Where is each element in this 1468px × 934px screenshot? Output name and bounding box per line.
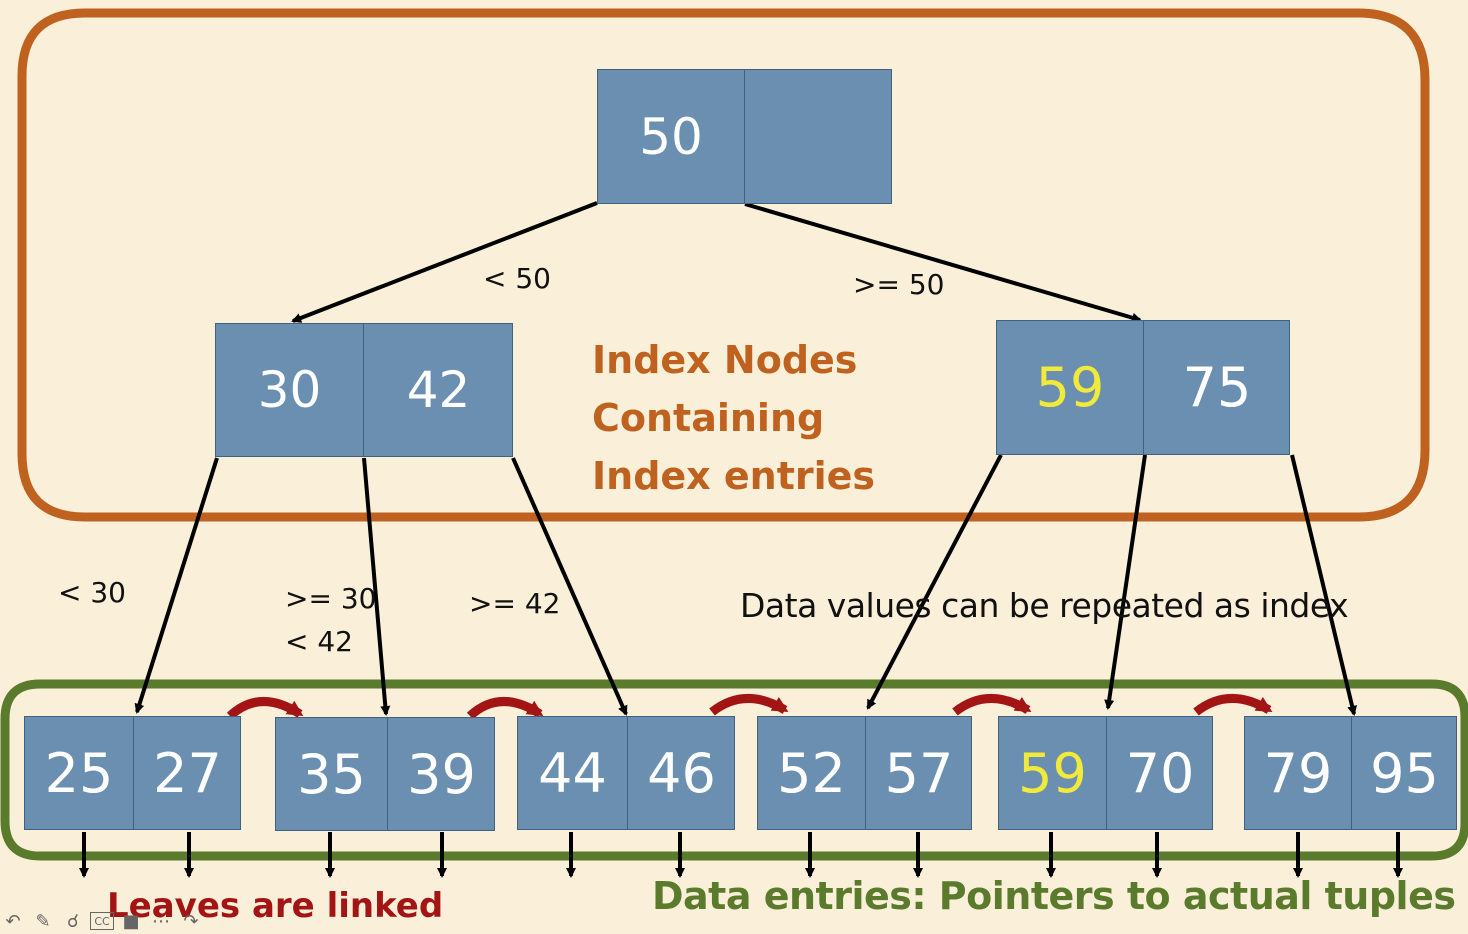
index-key-30: 30 [257,361,322,419]
pen-icon[interactable]: ✎ [35,910,51,932]
index-key-75: 75 [1143,321,1290,454]
leaf-key: 52 [777,741,846,805]
leaf-link-arrow [952,694,1032,716]
index-node-right: 59 75 [996,320,1290,455]
edge-root-left [291,201,598,323]
leaf-nodes-frame [0,679,1468,861]
edge-75-right [1290,454,1358,716]
leaf-key: 95 [1351,717,1457,829]
edge-root-right [744,202,1142,323]
leaf-node-5: 59 70 [998,716,1213,830]
root-key-2-empty [744,70,892,203]
leaf-key: 79 [1263,741,1333,805]
edge-30-left [134,457,219,714]
edge-59-75 [1104,454,1147,710]
index-nodes-line-1: Index Nodes [592,338,858,382]
leaf-key: 57 [865,717,972,829]
data-entry-pointers [79,832,1403,878]
leaf-link-arrow [709,694,789,716]
player-toolbar: ↶ ✎ ☌ CC ■ ⋯ ↷ [0,908,204,934]
leaf-link-arrow [226,697,304,720]
edge-label-ge30: >= 30 [285,582,377,615]
edge-label-ge42: >= 42 [469,587,561,620]
leaf-link-arrow [1193,694,1273,716]
cc-button[interactable]: CC [90,912,114,930]
video-icon[interactable]: ■ [122,910,140,932]
forward-icon[interactable]: ↷ [183,910,199,932]
leaf-link-arrow [466,697,544,720]
index-nodes-line-3: Index entries [592,454,876,498]
root-key-1: 50 [639,107,703,166]
leaf-key: 39 [387,718,495,830]
back-icon[interactable]: ↶ [5,910,21,932]
more-icon[interactable]: ⋯ [152,910,170,932]
leaf-node-1: 25 27 [24,716,241,830]
leaf-key: 70 [1106,717,1213,829]
edge-label-lt42: < 42 [285,625,353,658]
leaf-key: 44 [538,741,607,805]
leaf-key: 35 [297,742,366,806]
leaves-linked-label: Leaves are linked [107,886,444,926]
leaf-key-59: 59 [1018,741,1087,805]
leaf-node-6: 79 95 [1244,716,1457,830]
data-entries-label: Data entries: Pointers to actual tuples [652,874,1456,918]
edge-42-right [511,457,628,716]
leaf-key: 27 [133,717,241,829]
index-nodes-frame [17,8,1430,522]
leaf-key: 46 [627,717,735,829]
edge-label-ge50: >= 50 [853,268,945,301]
edge-59-left [866,454,1003,710]
leaf-node-3: 44 46 [517,716,735,830]
root-node: 50 [597,69,892,204]
repeated-note: Data values can be repeated as index [740,586,1349,625]
edge-label-lt30: < 30 [58,576,126,609]
leaf-key: 25 [44,741,114,805]
index-node-left: 30 42 [215,323,513,457]
leaf-node-2: 35 39 [275,717,495,831]
index-nodes-line-2: Containing [592,396,825,440]
leaf-node-4: 52 57 [757,716,972,830]
index-key-42: 42 [363,324,513,456]
zoom-icon[interactable]: ☌ [66,910,80,932]
edge-label-lt50: < 50 [483,262,551,295]
edge-30-42 [362,457,391,716]
index-key-59: 59 [1035,356,1105,419]
